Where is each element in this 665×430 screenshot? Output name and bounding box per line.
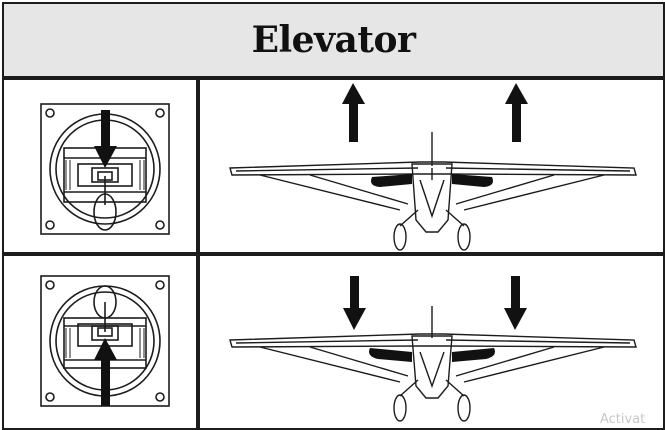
surface-arrow-up-right-icon <box>505 83 528 142</box>
diagram-title: Elevator <box>251 19 416 61</box>
stick-arrow-up-icon <box>94 338 117 406</box>
stick-arrow-down-icon <box>94 110 117 168</box>
elevator-surface-icon <box>369 348 495 362</box>
airplane-front-view-icon <box>229 132 637 251</box>
surface-arrow-up-left-icon <box>342 83 365 142</box>
surface-arrow-down-left-icon <box>343 276 366 330</box>
watermark-text: Activat <box>600 412 646 427</box>
airplane-panel-up <box>198 78 665 254</box>
header-bar: Elevator <box>2 2 665 78</box>
surface-arrow-down-right-icon <box>504 276 527 330</box>
elevator-surface-icon <box>371 174 493 187</box>
airplane-front-view-icon <box>229 306 637 422</box>
transmitter-stick-panel-up <box>2 254 198 430</box>
airplane-panel-down <box>198 254 665 430</box>
transmitter-stick-panel-down <box>2 78 198 254</box>
